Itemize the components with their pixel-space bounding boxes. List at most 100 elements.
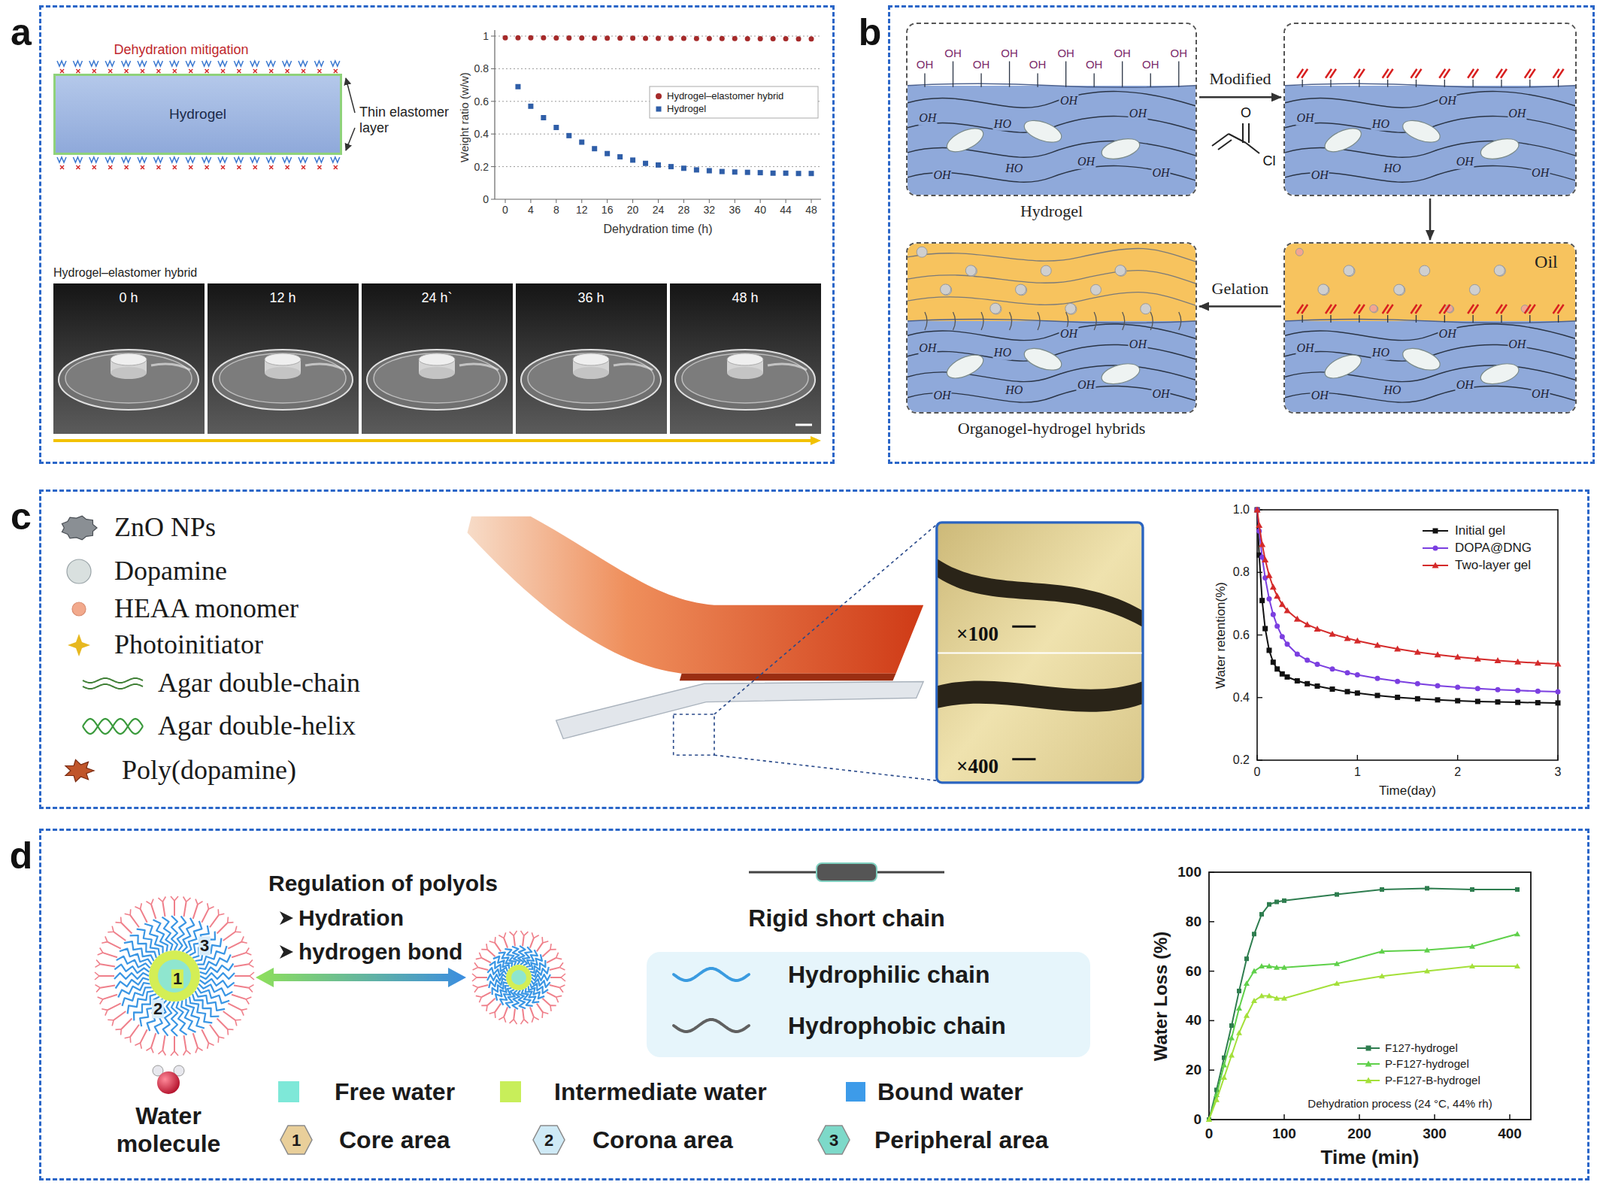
tick [490,68,495,70]
data-point [617,35,623,41]
text-label: 0.6 [474,95,489,108]
box-heading: Hydrogel [1020,201,1083,221]
hydroxyl-label: OH [1151,166,1170,180]
polymer-chain [202,60,212,67]
blocked-mark [108,165,113,170]
data-point [1315,661,1321,667]
gel-sample [418,366,455,379]
surface-chain [1529,315,1531,323]
data-point [1344,634,1352,641]
acrylate-group [1354,304,1365,314]
data-point [1554,660,1562,667]
photo-frame [207,283,359,434]
text-label: Water molecule [96,1102,240,1158]
oil-particle [1393,284,1405,295]
peripheral-chain [183,1050,191,1056]
corona-chain [512,990,520,1010]
text-label: 48 h [731,290,758,307]
polymer-chain [282,60,292,67]
photo-frame [669,283,822,434]
polymer-chain [202,157,212,163]
peripheral-chain [151,904,156,919]
swatch-shape [533,1125,565,1155]
peripheral-chain [107,1019,114,1026]
text-label: 0.8 [1233,565,1250,579]
swatch-shape [82,678,143,683]
corona-chain [518,945,525,965]
peripheral-chain [234,975,250,977]
data-point [1535,700,1541,706]
axis [493,30,495,200]
bond [1228,133,1246,143]
blocked-mark [124,69,129,73]
data-point [1274,623,1280,629]
acrylate-group [1296,69,1308,79]
legend-text: Peripheral area [874,1126,1049,1155]
tick [1257,634,1263,636]
schematic-box: OHOHOHOHOHOHOHOHOHOHOHHOOHOHOHHOOHOHHydr… [906,22,1197,197]
data-point [1330,686,1336,692]
oil-particle [1295,248,1304,256]
blocked-mark [317,165,322,170]
corona-chain [115,978,150,989]
data-point [1258,541,1266,548]
peripheral-chain [556,952,563,960]
data-point [796,170,802,176]
text-label: 1 [1354,765,1361,779]
legend-swatch [1357,1076,1380,1085]
swatch-shape [65,759,94,782]
hydroxyl-label: OH [1128,106,1148,121]
corona-chain [200,978,235,988]
clay-disc [1021,344,1064,375]
acrylate-group [1439,304,1450,314]
polymer-chain [105,60,115,67]
data-point [1259,912,1264,917]
peripheral-chain [94,972,100,980]
hydroxyl-label: HO [1004,161,1024,176]
bond [1242,123,1244,143]
grid-line [494,133,822,135]
peripheral-chain [140,1029,148,1043]
surface-chain [1121,61,1123,88]
hydroxyl-label: OH [1169,46,1189,60]
polymer-chain [907,166,1196,183]
legend-text: Agar double-chain [157,667,361,699]
text-label: 40 [754,203,767,216]
peripheral-chain [481,1005,488,1012]
oil-particle [916,246,928,258]
tick [1509,1114,1511,1120]
peripheral-chain [487,998,495,1006]
clay-disc [1400,116,1443,147]
gel-sample [418,353,455,366]
text-label: 0.4 [474,127,489,140]
blocked-mark [269,69,273,73]
peripheral-chain [218,909,225,916]
text-label: Time (min) [1321,1146,1420,1170]
data-point [1206,1116,1213,1122]
data-point [1435,682,1441,688]
peripheral-chain [550,976,561,979]
text-label: 1.0 [1233,503,1250,517]
peripheral-chain [503,938,508,949]
tick [1209,970,1215,973]
data-point [566,133,572,139]
legend-text: Initial gel [1454,523,1506,539]
peripheral-chain [249,972,255,980]
clay-disc [1021,116,1064,147]
acrylate-group [1296,304,1308,314]
surface-chain [1330,315,1331,323]
data-point [1262,626,1268,632]
swatch-shape [500,1081,522,1103]
text-label: 0 h [118,290,138,307]
oil-particle [965,265,976,276]
legend-text: Hydrophobic chain [787,1012,1007,1040]
peripheral-chain [162,901,165,917]
peripheral-chain [494,1003,501,1013]
legend-swatch [1357,1060,1380,1068]
swatch-shape [82,718,143,734]
peripheral-chain [542,936,549,943]
tick [1557,754,1558,761]
zoom-line [714,524,937,715]
text-label: 60 [1185,963,1202,980]
data-point [1254,507,1261,513]
